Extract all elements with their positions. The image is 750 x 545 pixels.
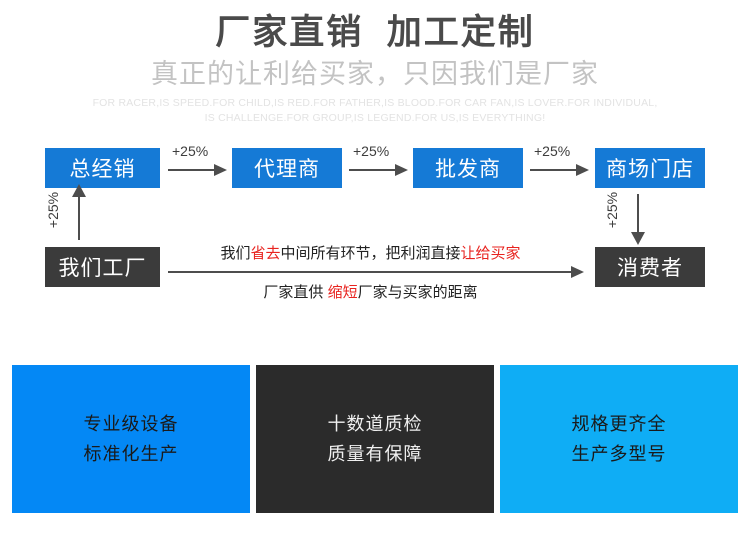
arrow-shaft bbox=[530, 169, 578, 171]
flow-box-wholesaler: 批发商 bbox=[413, 148, 523, 188]
feature-panel-quality: 十数道质检 质量有保障 bbox=[256, 365, 494, 513]
arrow-head bbox=[571, 266, 584, 278]
feature-panel-specs-line-2: 生产多型号 bbox=[571, 444, 667, 464]
arrow-up-icon: +25% bbox=[38, 184, 98, 246]
direct-supply-text-bottom: 厂家直供 缩短厂家与买家的距离 bbox=[168, 281, 573, 302]
direct-supply-seg-1: 我们 bbox=[220, 245, 251, 262]
direct-supply-bottom-seg-3: 厂家与买家的距离 bbox=[357, 284, 478, 301]
flow-box-our-factory: 我们工厂 bbox=[45, 247, 160, 287]
flow-box-consumer: 消费者 bbox=[595, 247, 705, 287]
flow-box-general-distributor: 总经销 bbox=[45, 148, 160, 188]
arrow-right-icon-2: +25% bbox=[349, 143, 411, 176]
direct-supply-bottom-seg-2: 缩短 bbox=[327, 284, 358, 301]
flow-box-agent: 代理商 bbox=[232, 148, 342, 188]
arrow-head bbox=[631, 232, 645, 245]
arrow-head bbox=[576, 164, 589, 176]
promo-header: 厂家直销 加工定制 真正的让利给买家，只因我们是厂家 FOR RACER,IS … bbox=[0, 0, 750, 126]
page-subtitle: 真正的让利给买家，只因我们是厂家 bbox=[151, 59, 599, 89]
english-tagline: FOR RACER,IS SPEED.FOR CHILD,IS RED.FOR … bbox=[0, 96, 750, 126]
english-tagline-line-1: FOR RACER,IS SPEED.FOR CHILD,IS RED.FOR … bbox=[92, 97, 658, 109]
english-tagline-line-2: IS CHALLENGE.FOR GROUP,IS LEGEND.FOR US,… bbox=[204, 112, 546, 124]
feature-panel-equipment: 专业级设备 标准化生产 bbox=[12, 365, 250, 513]
feature-panel-quality-line-1: 十数道质检 bbox=[327, 414, 423, 434]
distribution-flow-diagram: 总经销 代理商 批发商 商场门店 +25% +25% +25% +25% +25… bbox=[0, 134, 750, 309]
arrow-shaft bbox=[168, 169, 216, 171]
feature-panel-equipment-line-1: 专业级设备 bbox=[83, 414, 179, 434]
feature-panel-specs-line-1: 规格更齐全 bbox=[571, 414, 667, 434]
feature-panels: 专业级设备 标准化生产 十数道质检 质量有保障 规格更齐全 生产多型号 bbox=[0, 365, 750, 513]
direct-supply-bottom-seg-1: 厂家直供 bbox=[263, 284, 328, 301]
markup-label-1: +25% bbox=[172, 143, 209, 159]
direct-supply-seg-2: 省去 bbox=[250, 245, 281, 262]
arrow-shaft bbox=[349, 169, 397, 171]
arrow-head bbox=[395, 164, 408, 176]
flow-box-retail-store: 商场门店 bbox=[595, 148, 705, 188]
arrow-right-icon-1: +25% bbox=[168, 143, 230, 176]
direct-supply-seg-4: 让给买家 bbox=[460, 245, 521, 262]
markup-label-down: +25% bbox=[604, 191, 621, 229]
arrow-right-icon-direct bbox=[168, 266, 588, 278]
arrow-down-icon: +25% bbox=[597, 184, 657, 246]
arrow-head bbox=[214, 164, 227, 176]
feature-panel-equipment-line-2: 标准化生产 bbox=[83, 444, 179, 464]
markup-label-2: +25% bbox=[353, 143, 390, 159]
arrow-shaft bbox=[168, 271, 573, 273]
arrow-shaft bbox=[637, 194, 639, 240]
direct-supply-text-top: 我们省去中间所有环节，把利润直接让给买家 bbox=[168, 242, 573, 263]
arrow-head bbox=[72, 184, 86, 197]
direct-supply-seg-3: 中间所有环节，把利润直接 bbox=[280, 245, 461, 262]
arrow-right-icon-3: +25% bbox=[530, 143, 592, 176]
feature-panel-specs: 规格更齐全 生产多型号 bbox=[500, 365, 738, 513]
markup-label-up: +25% bbox=[45, 191, 62, 229]
feature-panel-quality-line-2: 质量有保障 bbox=[327, 444, 423, 464]
arrow-shaft bbox=[78, 194, 80, 240]
page-title: 厂家直销 加工定制 bbox=[215, 13, 535, 52]
markup-label-3: +25% bbox=[534, 143, 571, 159]
